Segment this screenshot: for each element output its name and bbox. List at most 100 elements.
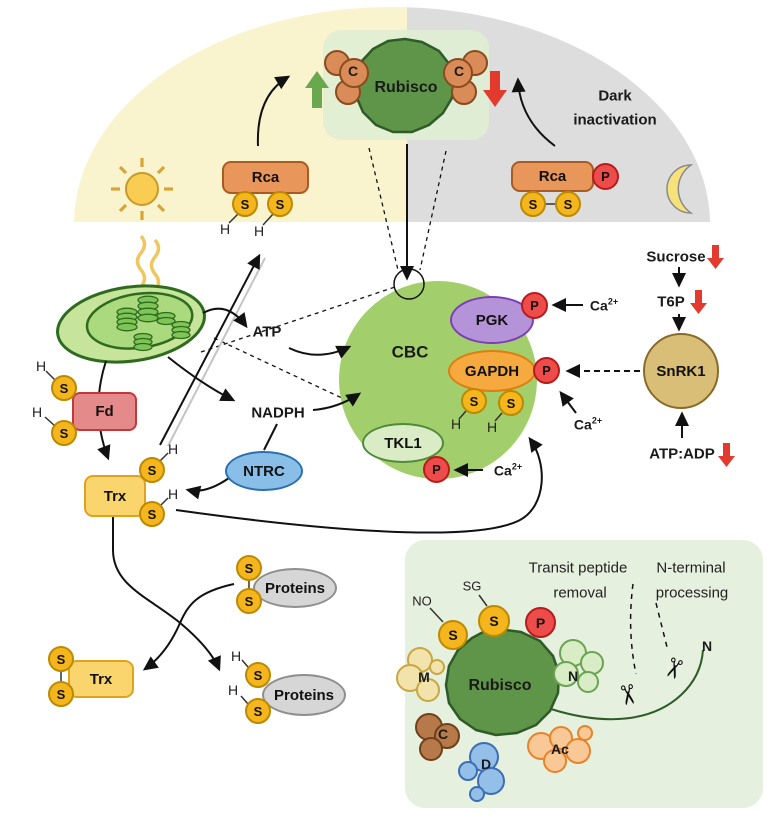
arrow-rca-to-rubisco — [256, 75, 291, 147]
s-circle-fd-2: S — [51, 420, 77, 446]
h-proteinsred-2: H — [227, 682, 239, 698]
atpadp-down-arrow — [718, 443, 735, 467]
sucrose-down-arrow — [707, 245, 724, 269]
s-circle-trxox-2: S — [48, 681, 74, 707]
arrow-ntrc-to-trx — [185, 477, 230, 500]
sun-icon — [111, 158, 173, 220]
sg-modification-label: SG — [462, 578, 482, 594]
s-circle-proteinsred-1: S — [245, 662, 271, 688]
tkl1-label: TKL1 — [384, 434, 422, 452]
magnifier-circle — [393, 268, 425, 300]
m-blob — [396, 647, 445, 702]
p-circle-rca: P — [592, 163, 619, 190]
chaperone-c-left — [324, 50, 369, 105]
pgk-enzyme: PGK — [450, 296, 534, 344]
ac-blob-label: Ac — [551, 741, 569, 757]
dark-inactivation-line1: Dark — [598, 87, 632, 105]
arrow-nadph-to-cbc — [312, 392, 362, 411]
t6p-down-arrow — [690, 290, 707, 314]
nadph-label: NADPH — [251, 404, 305, 422]
s-circle-trx-1: S — [139, 457, 165, 483]
c-left-label: C — [347, 63, 359, 79]
h-trx-2: H — [167, 486, 179, 502]
s-circle-rca-left-1: S — [232, 191, 258, 217]
gapdh-label: GAPDH — [464, 362, 520, 380]
n-terminus-label: N — [701, 638, 713, 654]
arrow-rcap-to-rubisco — [511, 77, 556, 147]
arrow-atp-to-cbc — [288, 345, 352, 359]
s-circle-proteinsox-2: S — [236, 588, 262, 614]
transit-peptide-line2: removal — [553, 584, 607, 602]
rubisco-top-label: Rubisco — [374, 79, 438, 96]
line-nadph-to-ntrc — [263, 423, 278, 451]
fd-protein: Fd — [72, 392, 137, 431]
ntrc-label: NTRC — [243, 462, 285, 480]
s-circle-rca-right-2: S — [555, 191, 581, 217]
arrow-chloroplast-to-nadph — [167, 356, 236, 402]
atp-label: ATP — [252, 323, 282, 341]
sucrose-label: Sucrose — [646, 248, 706, 266]
cbc-label: CBC — [391, 342, 429, 362]
d-blob — [458, 742, 505, 802]
arrow-ca-to-gapdh — [559, 390, 577, 414]
trx-to-rca-gray-line — [167, 257, 266, 447]
rubisco-down-arrow — [483, 71, 507, 107]
s-circle-rca-left-2: S — [267, 191, 293, 217]
s-circle-proteinsred-2: S — [245, 698, 271, 724]
ca-gapdh-label: Ca2+ — [573, 415, 603, 433]
h-proteinsred-1: H — [230, 648, 242, 664]
atp-adp-label: ATP:ADP — [649, 445, 715, 463]
proteins-reduced: Proteins — [262, 674, 346, 716]
arrow-proteins-to-trxox — [142, 583, 235, 671]
arrow-trx-to-gapdh — [175, 436, 543, 534]
snrk1-kinase: SnRK1 — [643, 333, 719, 409]
s-circle-trxox-1: S — [48, 646, 74, 672]
rca-left-label: Rca — [251, 169, 280, 186]
p-circle-tkl1: P — [423, 456, 450, 483]
arrow-chloroplast-to-atp — [202, 307, 248, 329]
p-circle-gapdh: P — [533, 357, 560, 384]
trx-ox-label: Trx — [89, 670, 113, 688]
c-blob-label: C — [437, 726, 449, 742]
ntrc-protein: NTRC — [225, 451, 303, 491]
rca-right: Rca — [511, 161, 594, 192]
trx-oxidized: Trx — [68, 660, 134, 698]
scissors-pointer-dashes — [629, 583, 668, 675]
rubisco-up-arrow — [305, 71, 329, 108]
s-circle-nitrosylation: S — [438, 620, 468, 650]
n-blob — [553, 639, 604, 693]
h-fd-2: H — [31, 404, 43, 420]
rca-left: Rca — [222, 161, 309, 194]
h-fd-1: H — [35, 358, 47, 374]
s-circle-rca-right-1: S — [520, 191, 546, 217]
nterm-processing-line2: processing — [655, 584, 729, 602]
n-terminal-tail — [550, 649, 704, 721]
h-gapdh-1: H — [450, 416, 462, 432]
t6p-label: T6P — [657, 293, 685, 311]
proteins-red-label: Proteins — [273, 686, 334, 704]
no-modification-label: NO — [412, 593, 432, 609]
transit-peptide-line1: Transit peptide — [528, 559, 628, 577]
s-circle-trx-2: S — [139, 501, 165, 527]
dashed-cone-lines — [200, 147, 447, 400]
moon-icon — [666, 164, 694, 214]
chaperone-c-right — [443, 50, 488, 105]
rubisco-blob-inset — [444, 627, 561, 737]
arrow-trx-to-proteins — [112, 517, 221, 672]
gapdh-enzyme: GAPDH — [448, 350, 536, 392]
thiol-connectors — [44, 203, 555, 705]
n-blob-label: N — [567, 668, 579, 684]
h-gapdh-2: H — [486, 419, 498, 435]
h-rca-left-2: H — [253, 223, 265, 239]
m-blob-label: M — [418, 669, 430, 685]
pgk-label: PGK — [475, 311, 509, 329]
h-trx-1: H — [167, 441, 179, 457]
p-circle-pgk: P — [521, 292, 548, 319]
dark-inactivation-line2: inactivation — [573, 111, 657, 129]
trx-main: Trx — [84, 475, 146, 517]
c-right-label: C — [453, 63, 465, 79]
ca-tkl1-label: Ca2+ — [493, 461, 523, 479]
s-circle-gapdh-2: S — [498, 390, 524, 416]
c-blob — [415, 713, 460, 761]
